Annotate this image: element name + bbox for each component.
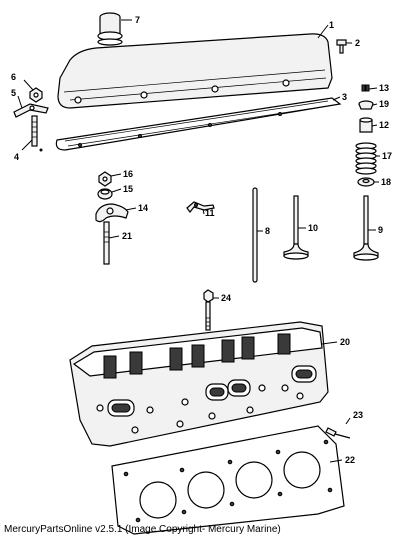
exhaust-valve[interactable]: [283, 195, 309, 260]
callout-9: 9: [378, 225, 383, 235]
valve-spring-cap[interactable]: [358, 100, 374, 110]
rocker-arm-cover[interactable]: [57, 33, 333, 109]
callout-23: 23: [353, 410, 363, 420]
cylinder-head-gasket[interactable]: [111, 425, 345, 535]
valve-spring[interactable]: [355, 142, 377, 175]
cylinder-head[interactable]: [69, 321, 329, 447]
callout-18: 18: [381, 177, 391, 187]
callout-21: 21: [122, 231, 132, 241]
leader-19: [372, 103, 378, 106]
rocker-arm-nut[interactable]: [98, 171, 112, 187]
callout-11: 11: [205, 208, 215, 218]
leader-21: [108, 235, 120, 239]
callout-8: 8: [265, 226, 270, 236]
cover-bolt[interactable]: [336, 39, 347, 54]
cylinder-head-bolt[interactable]: [203, 289, 214, 331]
leader-23: [345, 417, 351, 425]
valve-oil-seal[interactable]: [359, 117, 373, 133]
callout-13: 13: [379, 83, 389, 93]
leader-4: [21, 139, 33, 151]
callout-2: 2: [355, 38, 360, 48]
callout-15: 15: [123, 184, 133, 194]
oil-filler-cap[interactable]: [97, 12, 123, 41]
leader-22: [329, 459, 343, 463]
callout-7: 7: [135, 15, 140, 25]
copyright-footer: MercuryPartsOnline v2.5.1 (Image Copyrig…: [4, 524, 281, 535]
callout-14: 14: [138, 203, 148, 213]
leader-16: [110, 173, 122, 177]
leader-12: [371, 124, 378, 127]
head-bolt-holes: [96, 384, 304, 434]
leader-13: [368, 87, 378, 90]
exhaust-ports: [107, 365, 317, 417]
callout-20: 20: [340, 337, 350, 347]
callout-17: 17: [382, 151, 392, 161]
rocker-stud[interactable]: [31, 115, 38, 147]
bracket[interactable]: [13, 103, 49, 118]
intake-valve[interactable]: [353, 195, 379, 261]
callout-24: 24: [221, 293, 231, 303]
leader-20: [321, 341, 338, 345]
leader-6: [23, 79, 34, 91]
callout-12: 12: [379, 120, 389, 130]
leader-15: [111, 188, 122, 193]
pushrod-guide[interactable]: [186, 201, 215, 213]
callout-10: 10: [308, 223, 318, 233]
callout-5: 5: [11, 88, 16, 98]
leader-3: [332, 96, 341, 101]
leader-11: [202, 208, 205, 215]
leader-14: [125, 207, 137, 211]
rocker-nut-small[interactable]: [29, 87, 43, 103]
rocker-arm[interactable]: [95, 203, 129, 223]
gasket-holes: [123, 439, 333, 523]
rocker-cover-gasket[interactable]: [55, 97, 342, 151]
callout-16: 16: [123, 169, 133, 179]
valve-lock[interactable]: [361, 84, 370, 92]
callout-19: 19: [379, 99, 389, 109]
head-bolt-short[interactable]: [325, 427, 351, 439]
valve-spring-seat[interactable]: [357, 177, 375, 187]
callout-1: 1: [329, 20, 334, 30]
callout-3: 3: [342, 92, 347, 102]
pushrod[interactable]: [252, 187, 258, 283]
callout-22: 22: [345, 455, 355, 465]
leader-5: [17, 95, 23, 109]
rocker-ball[interactable]: [97, 188, 113, 200]
leader-1: [317, 24, 329, 39]
callout-4: 4: [14, 152, 19, 162]
callout-6: 6: [11, 72, 16, 82]
head-valve-springs: [103, 333, 291, 379]
rocker-arm-stud[interactable]: [103, 221, 110, 265]
